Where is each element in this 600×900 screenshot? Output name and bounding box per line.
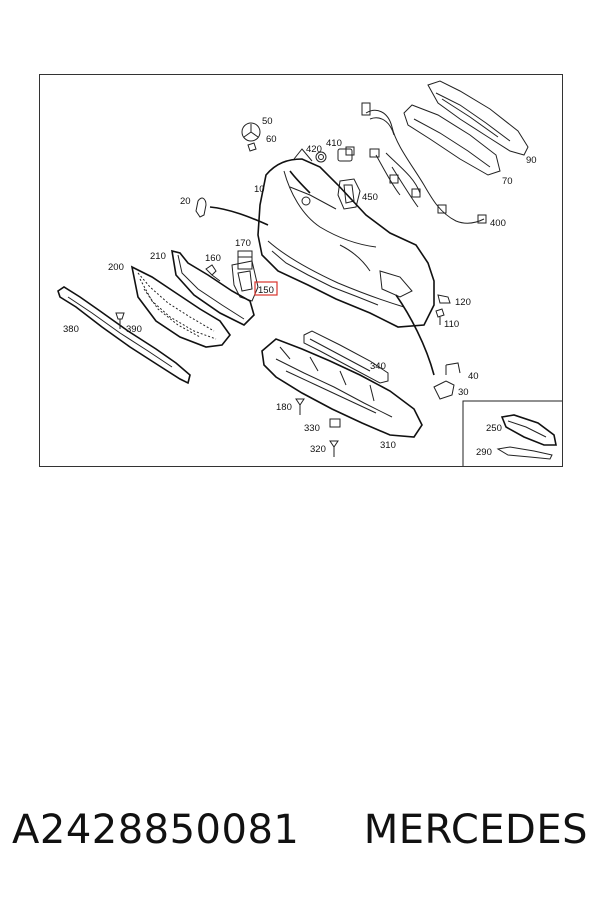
callout-450: 450 — [362, 192, 378, 203]
parts-diagram: 50 60 420 410 90 70 10 450 400 20 170 16… — [39, 74, 563, 467]
part-380-spoiler — [57, 286, 191, 385]
part-info-footer: A2428850081 MERCEDES — [12, 800, 588, 860]
callout-60: 60 — [266, 134, 277, 145]
part-40-bracket — [445, 362, 461, 375]
part-410-sensor — [337, 146, 355, 162]
part-50-emblem — [241, 122, 261, 142]
part-200-grille — [130, 265, 232, 348]
callout-210: 210 — [150, 251, 166, 262]
callout-410: 410 — [326, 138, 342, 149]
part-150-license-plate-bracket — [231, 260, 259, 302]
callout-120: 120 — [455, 297, 471, 308]
callout-20: 20 — [180, 196, 191, 207]
part-30-tow-cover — [433, 380, 455, 400]
part-250-trim-strip — [500, 414, 557, 446]
leader-line-20 — [209, 206, 269, 226]
part-310-underbody-panel — [261, 338, 423, 438]
part-20-clip — [195, 197, 207, 218]
callout-330: 330 — [304, 423, 320, 434]
callout-160: 160 — [205, 253, 221, 264]
callout-310: 310 — [380, 440, 396, 451]
callout-320: 320 — [310, 444, 326, 455]
part-340-air-duct — [303, 330, 389, 384]
part-180-screw — [295, 398, 305, 415]
brand-name: MERCEDES — [363, 807, 588, 853]
callout-90: 90 — [526, 155, 537, 166]
callout-400: 400 — [490, 218, 506, 229]
part-120-clip — [437, 294, 451, 304]
callout-200: 200 — [108, 262, 124, 273]
inset-frame — [462, 400, 562, 466]
callout-10: 10 — [254, 184, 265, 195]
part-320-screw — [329, 440, 339, 457]
part-10-bumper-cover — [257, 148, 435, 328]
callout-180: 180 — [276, 402, 292, 413]
callout-380: 380 — [63, 324, 79, 335]
part-330-nut — [329, 418, 341, 428]
callout-50: 50 — [262, 116, 273, 127]
callout-290: 290 — [476, 447, 492, 458]
part-60-clip — [247, 142, 257, 152]
part-390-screw — [115, 312, 125, 329]
part-number: A2428850081 — [12, 807, 300, 853]
part-420-sensor-ring — [315, 151, 327, 163]
callout-40: 40 — [468, 371, 479, 382]
highlighted-callout-box — [254, 281, 278, 296]
callout-150: 150 — [258, 285, 274, 296]
leader-line-30 — [395, 294, 435, 376]
callout-420: 420 — [306, 144, 322, 155]
callout-340: 340 — [370, 361, 386, 372]
callout-70: 70 — [502, 176, 513, 187]
part-70-absorber — [403, 104, 501, 176]
callout-110: 110 — [444, 319, 459, 330]
callout-170: 170 — [235, 238, 251, 249]
part-400-wiring-harness — [361, 102, 487, 224]
exploded-view-drawing: 50 60 420 410 90 70 10 450 400 20 170 16… — [57, 80, 562, 466]
callout-30: 30 — [458, 387, 469, 398]
callout-250: 250 — [486, 423, 502, 434]
part-290-trim-strip — [496, 446, 553, 460]
leader-line-10 — [289, 170, 311, 194]
part-110-screw — [435, 308, 445, 325]
callout-390: 390 — [126, 324, 142, 335]
part-210-grille-frame — [171, 249, 255, 326]
part-90-carrier — [427, 80, 529, 156]
part-160-screw — [205, 264, 221, 282]
part-170-bracket — [237, 250, 253, 270]
